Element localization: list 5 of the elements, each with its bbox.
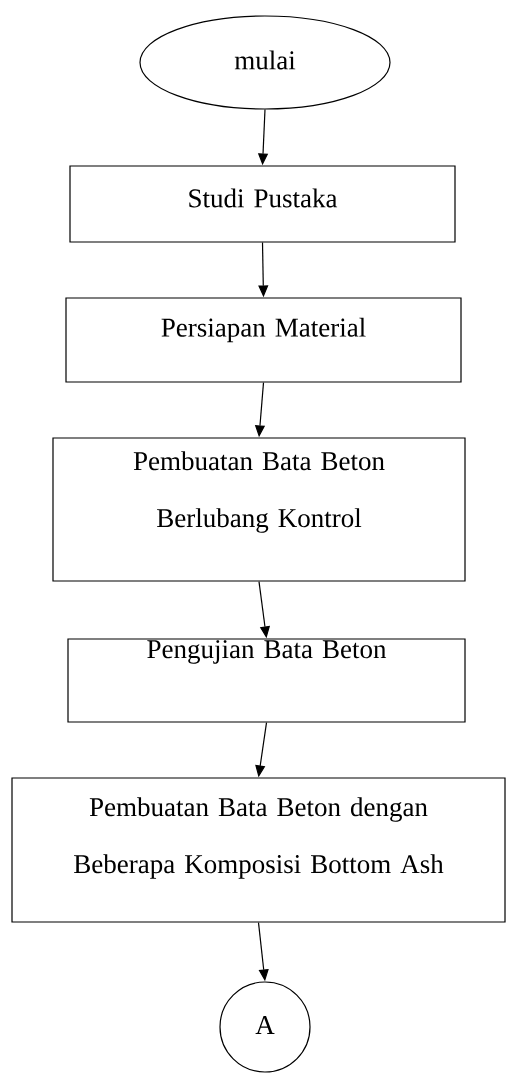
process-box: Persiapan Material — [65, 297, 462, 383]
process-box: Pembuatan Bata Beton dengan Beberapa Komposisi Bottom Ash — [11, 777, 506, 923]
process-box: Pengujian Bata Beton — [67, 638, 466, 723]
process-box: Studi Pustaka — [69, 165, 456, 243]
process-box: Pembuatan Bata Beton Berlubang Kontrol — [52, 437, 466, 582]
